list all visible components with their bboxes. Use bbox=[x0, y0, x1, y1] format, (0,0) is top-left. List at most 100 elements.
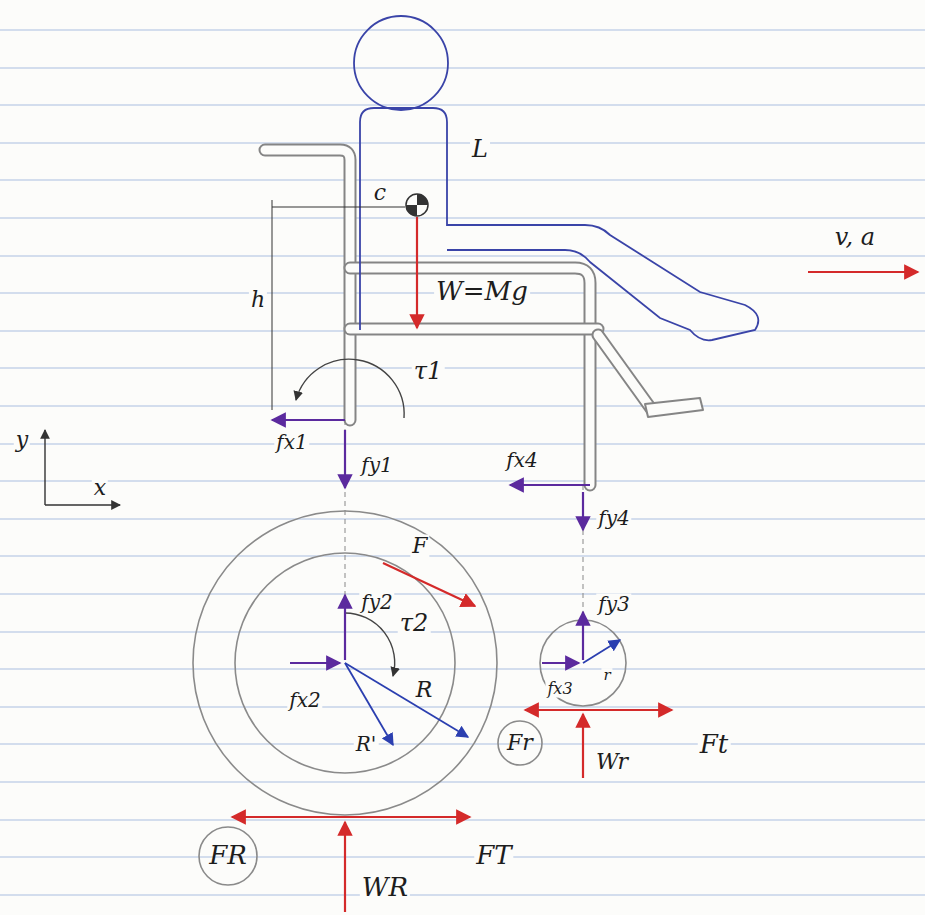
force-label: Fr bbox=[507, 731, 533, 754]
force-label: fx2 bbox=[287, 690, 322, 711]
ruled-line bbox=[0, 179, 925, 180]
force-arrow bbox=[582, 612, 584, 660]
force-label: v, a bbox=[833, 225, 877, 250]
ruled-line bbox=[0, 367, 925, 368]
circled-force: Fr bbox=[497, 720, 543, 766]
force-label: WR bbox=[360, 874, 410, 901]
head bbox=[354, 16, 448, 110]
ruled-line bbox=[0, 706, 925, 707]
ruled-line bbox=[0, 104, 925, 105]
footrest-tube bbox=[598, 335, 652, 410]
circled-force: FR bbox=[198, 826, 258, 886]
force-label: fy4 bbox=[596, 508, 631, 529]
force-label: Ft bbox=[698, 731, 731, 758]
ruled-line bbox=[0, 217, 925, 218]
force-arrow bbox=[344, 430, 346, 488]
force-arrow bbox=[290, 662, 340, 664]
ruled-line bbox=[0, 555, 925, 556]
com-symbol bbox=[417, 194, 428, 205]
force-label: x bbox=[92, 476, 108, 499]
ruled-line bbox=[0, 443, 925, 444]
ruled-line bbox=[0, 819, 925, 820]
backrest-tube bbox=[265, 150, 350, 420]
ruled-line bbox=[0, 668, 925, 669]
force-label: W=Mg bbox=[434, 278, 530, 305]
force-label: F bbox=[410, 534, 429, 557]
torques bbox=[296, 359, 404, 676]
notebook-lines bbox=[0, 30, 925, 895]
guide-line bbox=[345, 420, 346, 660]
force-label: R' bbox=[354, 734, 379, 755]
force-label: Wr bbox=[594, 750, 630, 773]
force-label: c bbox=[372, 181, 388, 204]
ruled-line bbox=[0, 67, 925, 68]
guide-line bbox=[583, 485, 584, 660]
force-label: h bbox=[249, 288, 267, 311]
axis bbox=[45, 504, 120, 505]
dimension-line bbox=[272, 207, 405, 208]
ruled-line bbox=[0, 781, 925, 782]
axes bbox=[45, 430, 120, 505]
force-arrow bbox=[383, 563, 475, 606]
ruled-line bbox=[0, 631, 925, 632]
force-arrow bbox=[345, 816, 470, 818]
force-label: fy1 bbox=[359, 455, 394, 476]
force-label: τ2 bbox=[398, 611, 431, 636]
velocity-arrow bbox=[808, 271, 918, 273]
force-label: τ1 bbox=[412, 359, 445, 384]
force-label: fx4 bbox=[504, 450, 539, 471]
force-arrow bbox=[510, 484, 590, 486]
ruled-line bbox=[0, 894, 925, 895]
force-arrow bbox=[542, 662, 579, 664]
radius-arrow bbox=[583, 640, 620, 663]
circle-outline bbox=[498, 721, 542, 765]
external-forces bbox=[232, 217, 918, 912]
ruled-line bbox=[0, 743, 925, 744]
force-label: FR bbox=[209, 842, 247, 869]
center-of-mass bbox=[406, 194, 428, 216]
force-arrow bbox=[344, 822, 346, 912]
lower-bar bbox=[350, 325, 598, 334]
force-label: fx1 bbox=[274, 432, 309, 453]
force-label: fy2 bbox=[359, 592, 394, 613]
force-arrow bbox=[272, 419, 345, 421]
axis bbox=[44, 430, 45, 505]
seat-tube bbox=[350, 268, 590, 485]
force-arrow bbox=[582, 714, 584, 778]
force-arrow bbox=[583, 709, 672, 711]
dimension-tick bbox=[272, 200, 273, 214]
com-symbol bbox=[406, 205, 417, 216]
guides bbox=[345, 420, 583, 660]
force-label: y bbox=[14, 428, 30, 451]
ruled-line bbox=[0, 518, 925, 519]
lower-bar bbox=[350, 323, 598, 336]
com-symbol bbox=[406, 194, 428, 216]
wheelchair-frame bbox=[265, 150, 703, 485]
force-label: R bbox=[414, 678, 435, 701]
ruled-line bbox=[0, 142, 925, 143]
dimensions bbox=[272, 200, 405, 410]
force-label: FT bbox=[474, 842, 513, 869]
force-label: L bbox=[470, 137, 490, 162]
torque-arc bbox=[296, 359, 404, 418]
ruled-line bbox=[0, 255, 925, 256]
force-label: fx3 bbox=[545, 681, 574, 698]
seat-tube bbox=[350, 268, 590, 485]
ruled-line bbox=[0, 856, 925, 857]
radius-arrow bbox=[345, 663, 468, 737]
person bbox=[354, 16, 758, 340]
body-outline bbox=[360, 108, 758, 340]
footrest-tube bbox=[598, 335, 652, 410]
force-arrow bbox=[344, 595, 346, 660]
ruled-line bbox=[0, 480, 925, 481]
ruled-line bbox=[0, 29, 925, 30]
backrest-tube bbox=[265, 150, 350, 420]
ruled-line bbox=[0, 405, 925, 406]
force-label: fy3 bbox=[596, 594, 631, 615]
force-arrow bbox=[582, 492, 584, 530]
ruled-line bbox=[0, 593, 925, 594]
radii bbox=[345, 640, 620, 745]
force-arrow bbox=[525, 709, 583, 711]
